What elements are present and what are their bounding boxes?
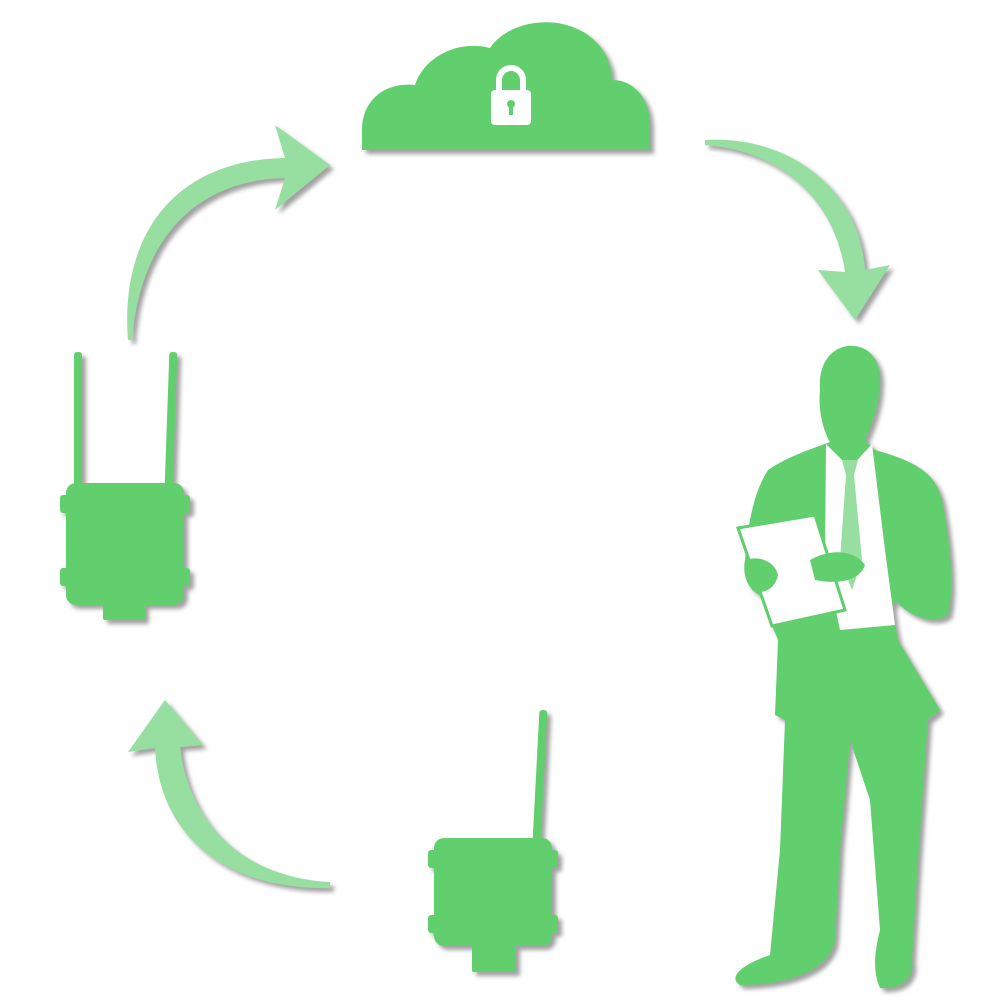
arrow-cloud-to-user bbox=[705, 139, 890, 320]
arrow-sensor-to-gateway bbox=[128, 700, 330, 889]
arrow-gateway-to-cloud bbox=[127, 125, 330, 340]
gateway-icon bbox=[60, 352, 190, 620]
sensor-icon bbox=[428, 710, 558, 972]
businessman-icon bbox=[735, 345, 952, 989]
lock-icon bbox=[491, 65, 531, 125]
cloud-icon bbox=[362, 22, 650, 150]
